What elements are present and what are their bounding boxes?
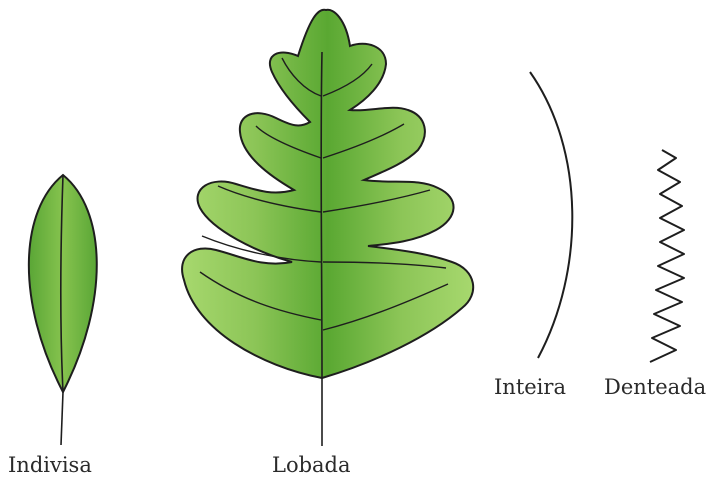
label-lobada: Lobada [272, 455, 351, 476]
label-inteira: Inteira [494, 377, 566, 398]
lobed-leaf-icon [182, 10, 473, 446]
toothed-margin-icon [650, 150, 684, 362]
label-indivisa: Indivisa [8, 455, 92, 476]
simple-leaf-icon [29, 175, 97, 445]
label-denteada: Denteada [604, 377, 706, 398]
smooth-margin-icon [530, 72, 572, 358]
